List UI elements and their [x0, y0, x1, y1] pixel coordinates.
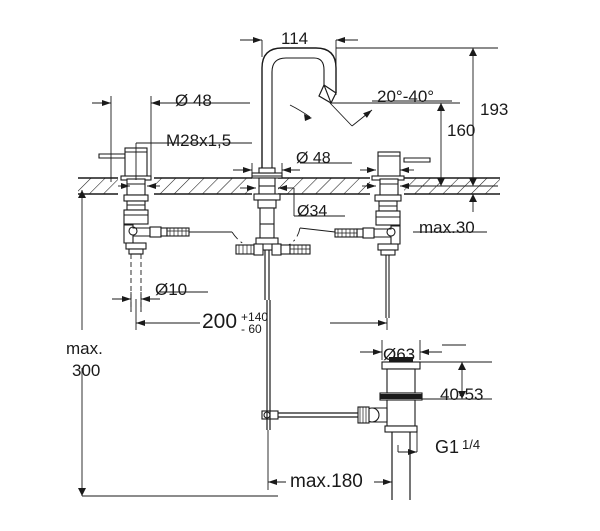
dim-hole-spacing: 200 — [202, 310, 238, 333]
center-spout-assembly — [231, 47, 337, 300]
dim-hole-spacing-group: 200 +140 - 60 — [202, 311, 268, 335]
pop-up-waste-assembly — [261, 300, 423, 500]
dim-height-aerator: 160 — [447, 121, 476, 140]
dim-supply-max-value: 300 — [72, 361, 101, 380]
dim-spout-shank-dia: Ø34 — [297, 203, 328, 220]
dim-hole-spacing-tol-plus: +140 — [241, 310, 269, 324]
dim-handle-base-dia: Ø 48 — [175, 91, 212, 110]
dim-tail-dia: Ø10 — [155, 280, 188, 299]
dim-waste-thread-numerator: 1 — [462, 437, 470, 452]
dim-hole-spacing-tol-minus: - 60 — [241, 322, 262, 336]
dim-deck-thickness-max: max.30 — [419, 218, 475, 237]
dim-supply-max-label: max. — [66, 339, 103, 358]
dim-waste-flange-dia: Ø63 — [383, 345, 416, 364]
dim-aerator-angle: 20°-40° — [377, 87, 435, 106]
dim-waste-adjust-range: 40-53 — [440, 385, 484, 404]
dimension-lines — [78, 37, 498, 497]
dim-rod-max: max.180 — [290, 471, 363, 492]
right-handle-assembly — [299, 151, 431, 318]
dim-height-total: 193 — [480, 100, 509, 119]
dim-handle-thread: M28x1,5 — [166, 131, 232, 150]
dim-waste-thread-denominator: 4 — [472, 437, 481, 452]
dim-spout-base-dia: Ø 48 — [296, 150, 331, 167]
dim-spout-reach: 114 — [281, 29, 309, 48]
dim-waste-thread: G1 — [435, 437, 460, 457]
dim-waste-thread-group: G1 1/4 — [435, 437, 481, 457]
